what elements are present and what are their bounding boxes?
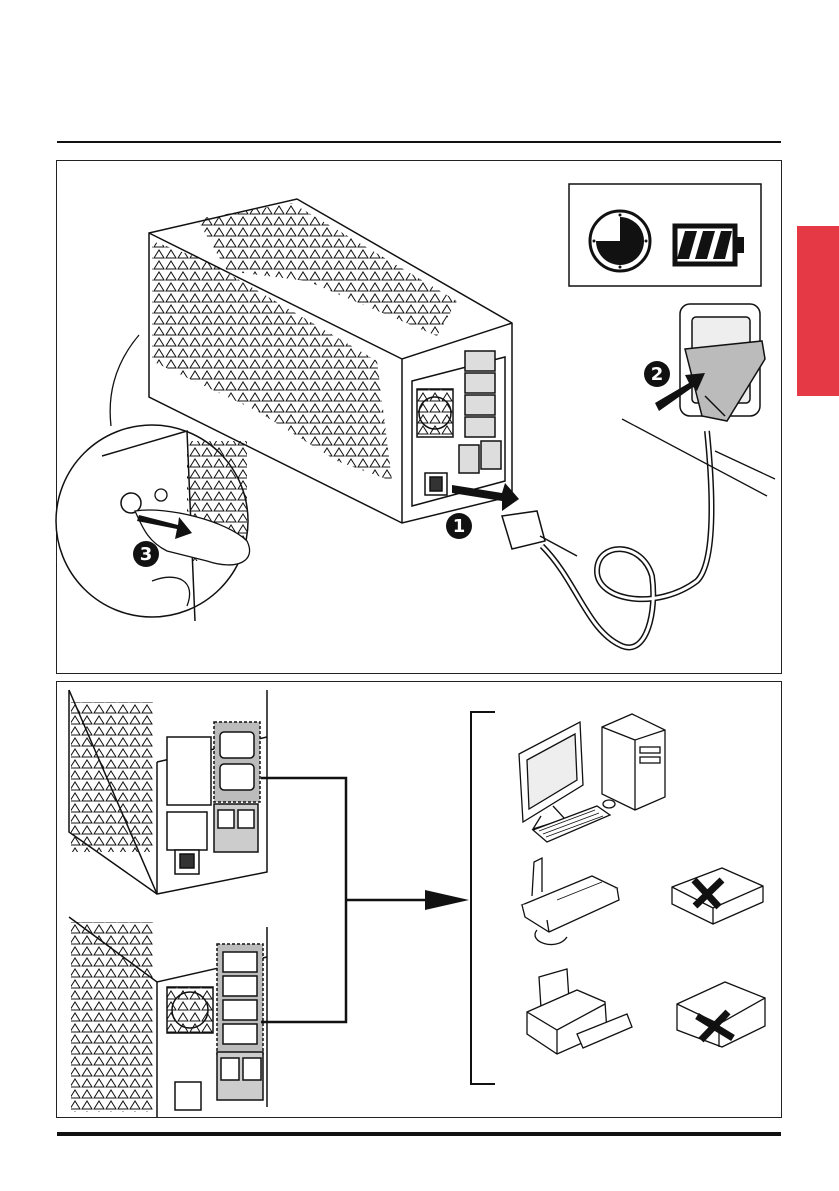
side-tab-shape	[797, 226, 839, 396]
step-badge-3: 3	[133, 541, 159, 567]
loads-bracket	[471, 712, 495, 1084]
floor-line	[622, 419, 767, 496]
svg-text:1: 1	[453, 516, 466, 537]
svg-text:2: 2	[651, 364, 664, 385]
connected-loads-panel	[56, 681, 782, 1118]
loads-illustration	[57, 682, 783, 1119]
top-divider	[57, 141, 781, 143]
step-badge-2: 2	[644, 361, 670, 387]
ups-model-b	[69, 917, 267, 1117]
clock-icon	[590, 211, 650, 271]
crossed-out-laser-printer-icon	[677, 982, 765, 1047]
fax-machine-icon	[522, 858, 619, 945]
wall-socket	[680, 304, 765, 421]
setup-illustration: 1 2 3	[57, 161, 783, 675]
bottom-divider	[57, 1132, 781, 1136]
monitor-icon	[519, 722, 583, 829]
computer-tower-icon	[602, 714, 665, 810]
arrow-to-loads	[425, 890, 469, 910]
battery-full-icon	[675, 226, 744, 264]
ups-input-plug	[502, 511, 577, 556]
step-badge-1: 1	[446, 513, 472, 539]
section-side-tab	[797, 226, 839, 396]
power-cable	[542, 431, 711, 647]
setup-illustration-panel: 1 2 3	[56, 160, 782, 674]
printer-icon	[527, 969, 632, 1054]
connection-bracket	[261, 778, 427, 1022]
svg-text:3: 3	[140, 544, 153, 565]
crossed-out-device-icon	[672, 868, 763, 924]
status-box	[569, 184, 761, 286]
ups-model-a	[69, 690, 267, 894]
